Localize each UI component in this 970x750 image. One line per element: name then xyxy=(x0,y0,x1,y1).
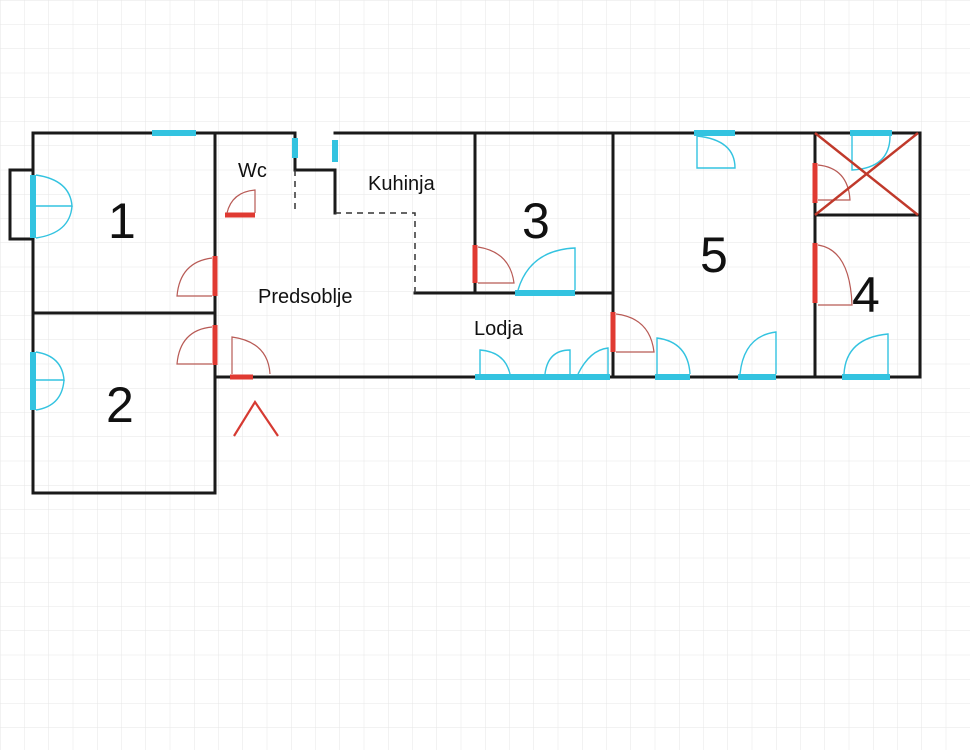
windows xyxy=(30,130,892,411)
room-1-label: 1 xyxy=(108,193,136,249)
room-5-label: 5 xyxy=(700,227,728,283)
kuhinja-label: Kuhinja xyxy=(368,173,436,195)
lodja-label: Lodja xyxy=(474,318,524,340)
predsoblje-label: Predsoblje xyxy=(258,286,353,308)
doors xyxy=(176,163,853,380)
entrance-arrow-icon xyxy=(233,399,279,437)
crossed-area xyxy=(814,132,919,216)
wc-label: Wc xyxy=(238,160,267,182)
room-4-label: 4 xyxy=(852,267,880,323)
room-3-label: 3 xyxy=(522,193,550,249)
kitchen-boundary-dashed xyxy=(294,170,416,293)
room-2-label: 2 xyxy=(106,377,134,433)
